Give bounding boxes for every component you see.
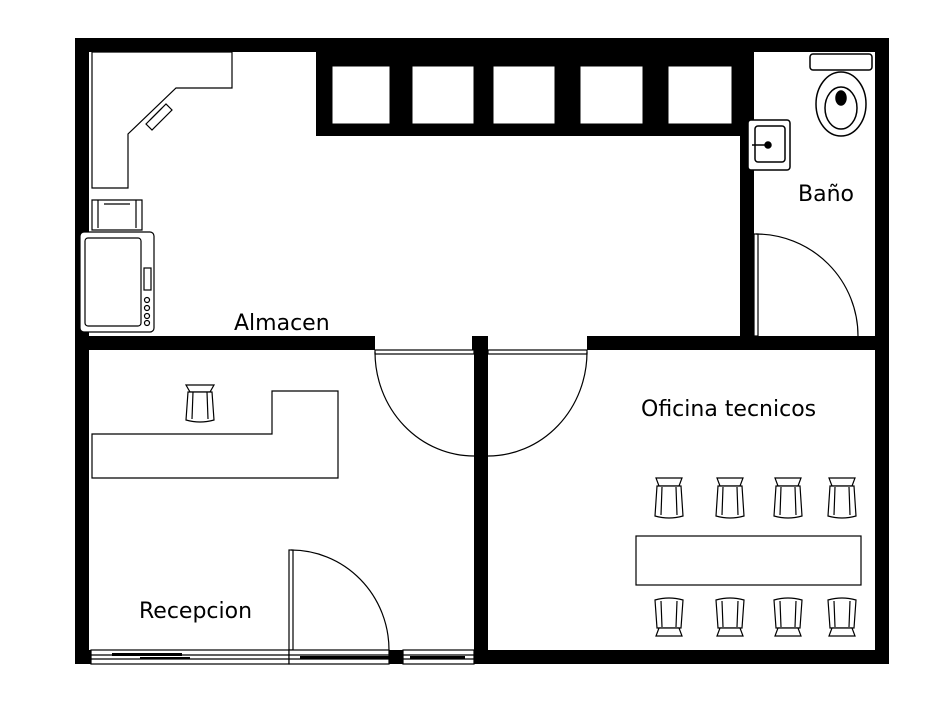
chair-top-2: [715, 477, 745, 519]
interior-wall-vertical-lower: [474, 456, 488, 664]
sink: [747, 119, 791, 171]
room-label-almacen: Almacen: [234, 311, 330, 336]
toilet: [809, 53, 873, 137]
chair-bottom-3: [773, 597, 803, 637]
chair-bottom-2: [715, 597, 745, 637]
shelving-unit: [316, 52, 740, 136]
outer-wall-left: [75, 38, 89, 664]
outer-wall-bottom-mid: [389, 650, 403, 664]
chair-recepcion: [184, 384, 216, 423]
office-chairs-bottom: [654, 597, 857, 637]
door-recepcion: [288, 549, 390, 651]
outer-wall-bottom-right: [474, 650, 889, 664]
window-sill-marks: [112, 653, 465, 659]
room-label-oficina: Oficina tecnicos: [641, 397, 816, 422]
chair-almacen: [91, 199, 143, 231]
interior-wall-bano: [740, 38, 754, 350]
chair-bottom-4: [827, 597, 857, 637]
corner-desk: [91, 51, 233, 189]
interior-wall-vertical-upper: [474, 336, 488, 456]
chair-top-3: [773, 477, 803, 519]
chair-top-1: [654, 477, 684, 519]
outer-wall-top: [75, 38, 889, 52]
outer-wall-bottom-left: [75, 650, 91, 664]
office-table: [635, 535, 862, 586]
door-almacen-double: [374, 349, 588, 457]
room-label-recepcion: Recepcion: [139, 599, 252, 624]
room-label-bano: Baño: [798, 182, 854, 207]
door-bano: [753, 233, 859, 337]
interior-wall-horizontal-right: [587, 336, 889, 350]
walls: [75, 38, 889, 664]
chair-bottom-1: [654, 597, 684, 637]
office-chairs-top: [654, 477, 857, 519]
interior-wall-horizontal-left: [75, 336, 375, 350]
chair-top-4: [827, 477, 857, 519]
reception-desk: [91, 390, 339, 479]
appliance-unit: [79, 231, 155, 333]
outer-wall-right: [875, 38, 889, 664]
